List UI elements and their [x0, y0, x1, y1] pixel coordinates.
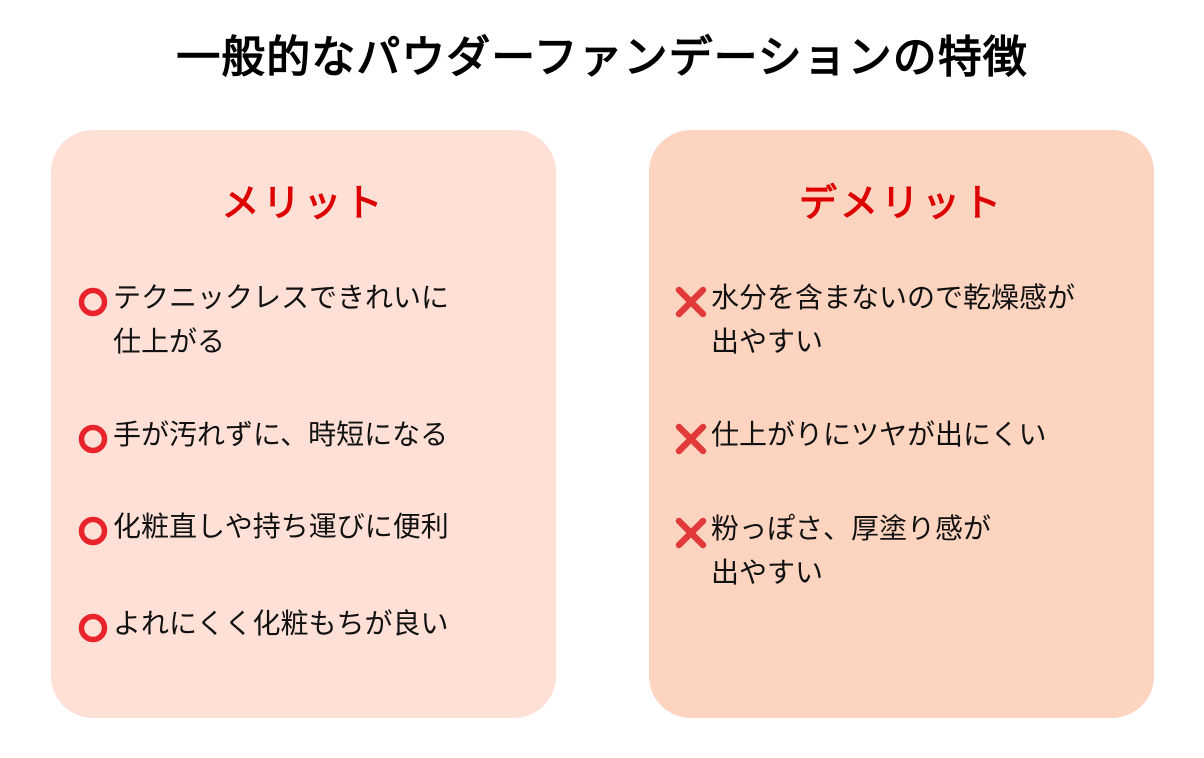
- merit-item-line: 化粧直しや持ち運びに便利: [113, 510, 449, 543]
- demerit-item-text: 水分を含まないので乾燥感が 出やすい: [711, 276, 1135, 364]
- red-cross-icon: [675, 507, 711, 551]
- red-cross-icon: [675, 413, 711, 457]
- demerit-item-line: 水分を含まないので乾燥感が: [711, 281, 1076, 314]
- merit-item-text: 化粧直しや持ち運びに便利: [113, 505, 537, 549]
- red-cross-icon: [675, 276, 711, 320]
- demerit-item-line: 出やすい: [711, 556, 824, 589]
- merit-item: よれにくく化粧もちが良い: [77, 602, 537, 646]
- merit-item-text: テクニックレスできれいに 仕上がる: [113, 276, 537, 364]
- demerit-item-line: 仕上がりにツヤが出にくい: [711, 418, 1047, 451]
- merit-heading: メリット: [221, 181, 386, 225]
- demerit-item: 水分を含まないので乾燥感が 出やすい: [675, 276, 1135, 364]
- merit-item-text: 手が汚れずに、時短になる: [113, 413, 537, 457]
- demerit-item-text: 粉っぽさ、厚塗り感が 出やすい: [711, 507, 1135, 595]
- demerit-item: 仕上がりにツヤが出にくい: [675, 413, 1135, 457]
- red-circle-icon: [77, 276, 113, 320]
- demerit-heading: デメリット: [798, 181, 1004, 225]
- red-circle-icon: [77, 602, 113, 646]
- demerit-panel: デメリット 水分を含まないので乾燥感が 出やすい 仕上がりにツヤが出にくい: [649, 130, 1154, 718]
- merit-item: 手が汚れずに、時短になる: [77, 413, 537, 457]
- merit-item: テクニックレスできれいに 仕上がる: [77, 276, 537, 364]
- merit-item: 化粧直しや持ち運びに便利: [77, 505, 537, 549]
- demerit-item-text: 仕上がりにツヤが出にくい: [711, 413, 1135, 457]
- red-circle-icon: [77, 505, 113, 549]
- demerit-item: 粉っぽさ、厚塗り感が 出やすい: [675, 507, 1135, 595]
- merit-item-line: 手が汚れずに、時短になる: [113, 418, 449, 451]
- demerit-item-line: 粉っぽさ、厚塗り感が: [711, 512, 992, 545]
- red-circle-icon: [77, 413, 113, 457]
- merit-item-line: よれにくく化粧もちが良い: [113, 607, 449, 640]
- merit-item-text: よれにくく化粧もちが良い: [113, 602, 537, 646]
- demerit-item-line: 出やすい: [711, 325, 824, 358]
- merit-item-line: テクニックレスできれいに: [113, 281, 450, 314]
- merit-panel: メリット テクニックレスできれいに 仕上がる 手が汚れずに、時短になる: [51, 130, 556, 718]
- merit-item-line: 仕上がる: [113, 325, 226, 358]
- page-title: 一般的なパウダーファンデーションの特徴: [176, 32, 1028, 83]
